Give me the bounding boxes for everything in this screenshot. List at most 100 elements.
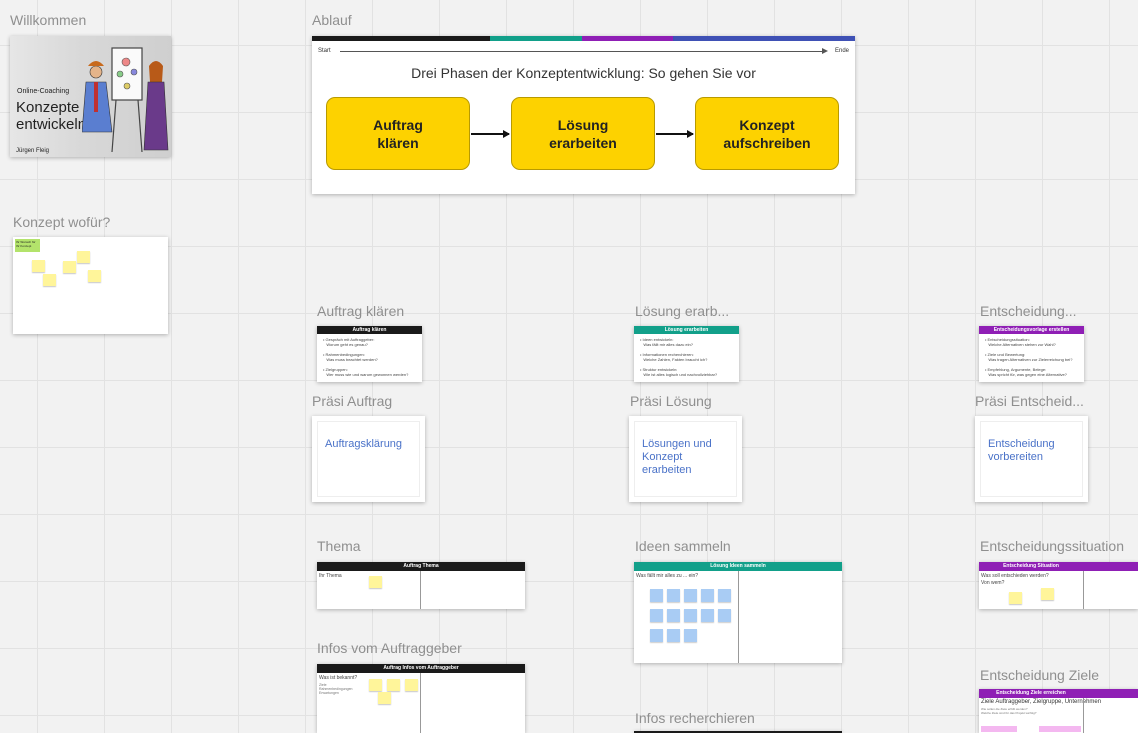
slide-title: Auftragsklärung	[325, 438, 403, 450]
bullet-title: Gespräch mit Auftraggeber:	[325, 337, 375, 342]
sub-item: Rahmenbedingungen	[319, 687, 353, 691]
sticky-note-blue[interactable]	[667, 629, 680, 642]
sticky-note[interactable]	[378, 692, 391, 704]
timeline-line	[340, 51, 824, 52]
bullet-sub: Was tragen Alternativen zur Zielerreichu…	[988, 357, 1073, 362]
phase-loesung-erarbeiten[interactable]: Lösung erarbeiten	[511, 97, 655, 170]
slide-auftragsklaerung[interactable]: Auftragsklärung	[312, 416, 425, 502]
worksheet-header: Auftrag Thema	[317, 562, 525, 571]
sticky-note-blue[interactable]	[684, 629, 697, 642]
slide-entscheidung[interactable]: Entscheidung vorbereiten	[975, 416, 1088, 502]
sub-item: Erwartungen	[319, 691, 339, 695]
worksheet-question: Ihr Thema	[319, 573, 342, 579]
frame-label-entscheidung[interactable]: Entscheidung...	[980, 303, 1077, 319]
sticky-note-blue[interactable]	[667, 589, 680, 602]
bullet-sub: Was fällt mir alles dazu ein?	[643, 342, 693, 347]
worksheet-header-ext	[1083, 562, 1138, 571]
phase-label: Auftrag klären	[373, 116, 423, 151]
doc-bullet: • Zielgruppen: Wer muss wie und warum ge…	[323, 367, 409, 377]
doc-header: Lösung erarbeiten	[634, 326, 739, 334]
sticky-note-blue[interactable]	[650, 589, 663, 602]
worksheet-infos-recherchieren[interactable]	[634, 731, 842, 733]
frame-label-entscheidung-ziele[interactable]: Entscheidung Ziele	[980, 667, 1100, 683]
sticky-note-blue[interactable]	[701, 609, 714, 622]
worksheet-header: Entscheidung Situation	[979, 562, 1083, 571]
green-sticky-note[interactable]: Ihr Wunsch für Ihr Konzept	[15, 239, 40, 252]
frame-label-thema[interactable]: Thema	[317, 538, 361, 554]
bullet-title: Struktur entwickeln:	[642, 367, 678, 372]
frame-label-praesi-entscheid[interactable]: Präsi Entscheid...	[975, 393, 1084, 409]
phase-auftrag-klaeren[interactable]: Auftrag klären	[326, 97, 470, 170]
worksheet-header-ext	[1083, 689, 1138, 698]
sticky-note-blue[interactable]	[701, 589, 714, 602]
worksheet-entscheidung-ziele[interactable]: Entscheidung Ziele erreichen Ziele Auftr…	[979, 689, 1138, 733]
sticky-note[interactable]	[405, 679, 418, 691]
sticky-note-blue[interactable]	[718, 609, 731, 622]
frame-label-loesung[interactable]: Lösung erarb...	[635, 303, 730, 319]
frame-label-ideen-sammeln[interactable]: Ideen sammeln	[635, 538, 731, 554]
sticky-note[interactable]	[1041, 588, 1054, 600]
slide-inner	[317, 421, 420, 497]
sticky-note-pink[interactable]	[981, 726, 1017, 732]
bullet-sub: Wie ist alles logisch und nachvollziehba…	[643, 372, 718, 377]
phase-label: Lösung erarbeiten	[549, 116, 617, 151]
doc-entscheidungsvorlage[interactable]: Entscheidungsvorlage erstellen • Entsche…	[979, 326, 1084, 382]
frame-label-auftrag-klaeren[interactable]: Auftrag klären	[317, 303, 405, 319]
timeline-end-label: Ende	[834, 48, 849, 54]
sticky-note[interactable]	[369, 576, 382, 588]
intro-author: Jürgen Fleig	[16, 148, 50, 154]
sticky-note-blue[interactable]	[667, 609, 680, 622]
doc-bullet: • Empfehlung, Argumente, Belege: Was spr…	[985, 367, 1067, 377]
intro-cover-card[interactable]: Online-Coaching Konzepte entwickeln Jürg…	[10, 36, 171, 157]
sticky-note[interactable]	[77, 251, 90, 263]
slide-loesungen[interactable]: Lösungen und Konzept erarbeiten	[629, 416, 742, 502]
frame-label-konzept-wofuer[interactable]: Konzept wofür?	[13, 214, 111, 230]
frame-label-entscheidungssituation[interactable]: Entscheidungssituation	[980, 538, 1124, 554]
worksheet-entscheidung-situation[interactable]: Entscheidung Situation Was soll entschie…	[979, 562, 1138, 609]
slide-title: Lösungen und Konzept erarbeiten	[642, 438, 712, 476]
worksheet-thema[interactable]: Auftrag Thema Ihr Thema	[317, 562, 525, 609]
worksheet-question: Was soll entschieden werden?	[981, 573, 1049, 579]
sticky-note-blue[interactable]	[650, 629, 663, 642]
worksheet-infos-auftraggeber[interactable]: Auftrag Infos vom Auftraggeber Was ist b…	[317, 664, 525, 733]
konzept-wofuer-card[interactable]: Ihr Wunsch für Ihr Konzept	[13, 237, 168, 334]
sticky-note-blue[interactable]	[718, 589, 731, 602]
phase-bar-teal	[490, 36, 582, 41]
frame-label-infos-recherchieren[interactable]: Infos recherchieren	[635, 710, 755, 726]
sticky-note-blue[interactable]	[684, 589, 697, 602]
timeline-start-label: Start	[318, 48, 331, 54]
sticky-note[interactable]	[63, 261, 76, 273]
bullet-sub: Was spricht für, was gegen eine Alternat…	[988, 372, 1067, 377]
sticky-note-blue[interactable]	[650, 609, 663, 622]
sticky-note[interactable]	[369, 679, 382, 691]
doc-bullet: • Struktur entwickeln: Wie ist alles log…	[640, 367, 718, 377]
sticky-note[interactable]	[32, 260, 45, 272]
frame-label-praesi-auftrag[interactable]: Präsi Auftrag	[312, 393, 393, 409]
sticky-note-blue[interactable]	[684, 609, 697, 622]
sticky-note[interactable]	[1009, 592, 1022, 604]
worksheet-question: Was fällt mir alles zu ... ein?	[636, 573, 699, 579]
doc-loesung-erarbeiten[interactable]: Lösung erarbeiten • Ideen entwickeln: Wa…	[634, 326, 739, 382]
ablauf-process-card[interactable]: Start Ende Drei Phasen der Konzeptentwic…	[312, 36, 855, 194]
phase-konzept-aufschreiben[interactable]: Konzept aufschreiben	[695, 97, 839, 170]
phase-label: Konzept aufschreiben	[723, 116, 811, 151]
frame-label-willkommen[interactable]: Willkommen	[10, 12, 87, 28]
slide-inner	[980, 421, 1083, 497]
sticky-note[interactable]	[88, 270, 101, 282]
bullet-title: Ziele und Bewertung:	[987, 352, 1026, 357]
doc-bullet: • Ziele und Bewertung: Was tragen Altern…	[985, 352, 1073, 362]
worksheet-divider	[738, 571, 739, 663]
worksheet-question: Ziele Auftraggeber, Zielgruppe, Unterneh…	[981, 699, 1102, 705]
doc-auftrag-klaeren[interactable]: Auftrag klären • Gespräch mit Auftraggeb…	[317, 326, 422, 382]
bullet-sub: Wer muss wie und warum gewonnen werden?	[326, 372, 409, 377]
frame-label-praesi-loesung[interactable]: Präsi Lösung	[630, 393, 712, 409]
bullet-title: Ideen entwickeln:	[642, 337, 674, 342]
sticky-note[interactable]	[387, 679, 400, 691]
sticky-note-pink[interactable]	[1039, 726, 1081, 732]
bullet-sub: Was muss beachtet werden?	[326, 357, 378, 362]
frame-label-ablauf[interactable]: Ablauf	[312, 12, 352, 28]
sticky-note[interactable]	[43, 274, 56, 286]
slide-title: Entscheidung vorbereiten	[988, 438, 1055, 463]
worksheet-ideen-sammeln[interactable]: Lösung Ideen sammeln Was fällt mir alles…	[634, 562, 842, 663]
frame-label-infos-auftraggeber[interactable]: Infos vom Auftraggeber	[317, 640, 462, 656]
